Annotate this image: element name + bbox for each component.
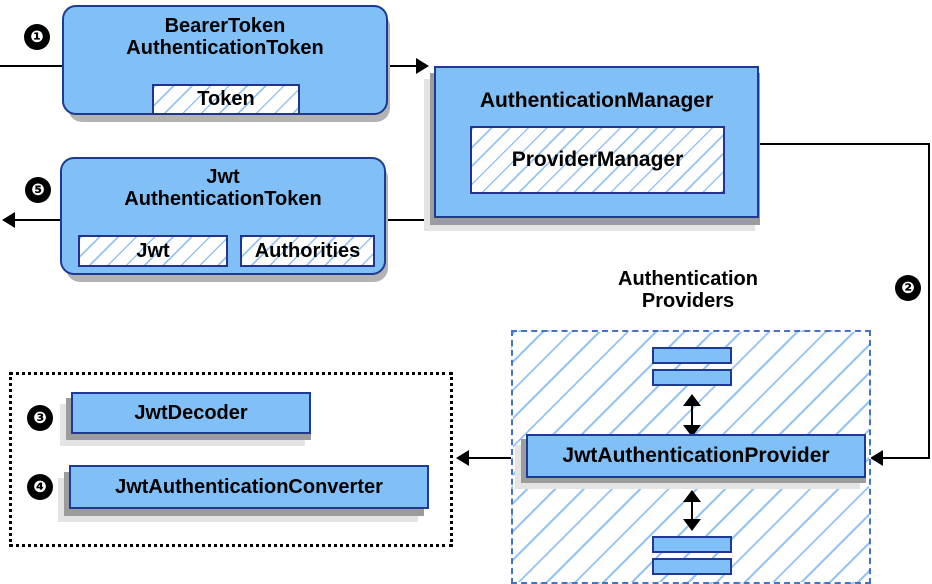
connector-provider-to-helpers xyxy=(468,457,526,459)
provider-link-arrow-down-bottom xyxy=(683,519,701,531)
providers-region-title-line2: Providers xyxy=(641,290,735,312)
providers-region-title-line1: Authentication xyxy=(618,268,758,290)
bearer-token-title-line1: BearerToken xyxy=(164,15,286,37)
jwt-token-title-line1: Jwt xyxy=(206,166,240,188)
jwt-token-box[interactable]: Jwt AuthenticationToken Jwt Authorities xyxy=(60,157,386,275)
arrowhead-response-out xyxy=(2,212,15,228)
arrowhead-token-to-manager xyxy=(416,58,429,74)
step-badge-1: ❶ xyxy=(24,24,50,50)
bearer-token-box[interactable]: BearerToken AuthenticationToken Token xyxy=(62,5,388,115)
step-badge-2: ❷ xyxy=(895,275,921,301)
bearer-token-title: BearerToken AuthenticationToken xyxy=(64,15,386,59)
arrowhead-provider-to-helpers xyxy=(456,450,469,466)
jwt-decoder-box[interactable]: JwtDecoder xyxy=(71,392,311,434)
provider-bar-top-1[interactable] xyxy=(652,347,732,364)
providers-region-title: Authentication Providers xyxy=(560,268,816,312)
jwt-token-inner-jwt[interactable]: Jwt xyxy=(78,235,228,267)
connector-request-in xyxy=(0,65,72,67)
jwt-token-inner-authorities[interactable]: Authorities xyxy=(240,235,375,267)
provider-bar-bottom-2[interactable] xyxy=(652,558,732,575)
step-badge-4: ❹ xyxy=(27,474,53,500)
connector-into-provider xyxy=(872,457,930,459)
auth-manager-box[interactable]: AuthenticationManager ProviderManager xyxy=(434,66,759,218)
jwt-token-title: Jwt AuthenticationToken xyxy=(62,166,384,210)
connector-response-out xyxy=(14,219,74,221)
connector-manager-right xyxy=(758,143,930,145)
auth-manager-title: AuthenticationManager xyxy=(479,89,714,112)
provider-bar-bottom-1[interactable] xyxy=(652,536,732,553)
auth-manager-inner-provider-manager[interactable]: ProviderManager xyxy=(470,126,725,194)
jwt-token-title-line2: AuthenticationToken xyxy=(124,187,322,210)
arrowhead-into-provider xyxy=(870,450,883,466)
jwt-converter-box[interactable]: JwtAuthenticationConverter xyxy=(69,465,429,509)
step-badge-3: ❸ xyxy=(27,405,53,431)
provider-link-line-top xyxy=(691,398,693,430)
connector-right-down xyxy=(928,143,930,458)
provider-link-line-bottom xyxy=(691,494,693,524)
connector-manager-to-jwt-token xyxy=(386,219,434,221)
jwt-helpers-region xyxy=(9,372,453,547)
jwt-provider-box[interactable]: JwtAuthenticationProvider xyxy=(526,434,866,478)
step-badge-5: ❺ xyxy=(25,177,51,203)
bearer-token-title-line2: AuthenticationToken xyxy=(126,36,324,59)
connector-token-to-manager xyxy=(389,65,424,67)
bearer-token-inner-token[interactable]: Token xyxy=(152,84,300,115)
provider-bar-top-2[interactable] xyxy=(652,369,732,386)
